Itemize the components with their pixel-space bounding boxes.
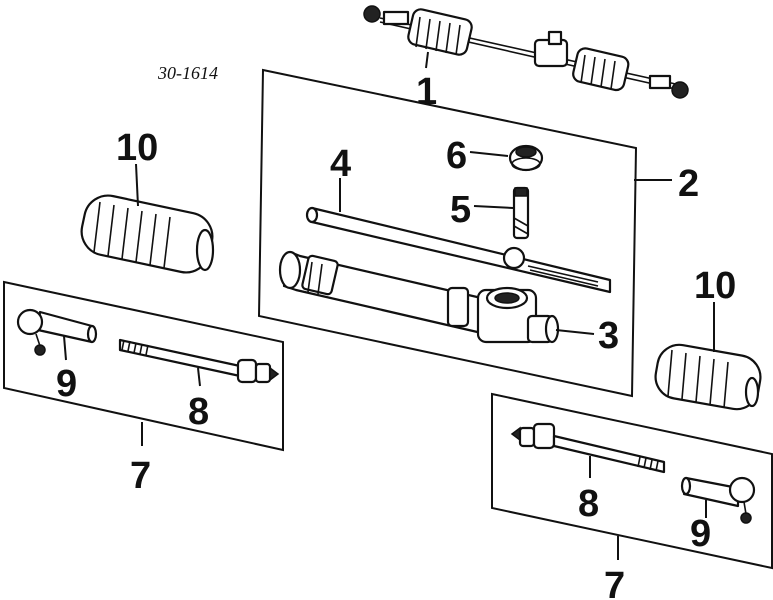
inner-tie-rod-left — [118, 338, 280, 384]
callout-9-left: 9 — [56, 363, 77, 405]
leader-9-left — [63, 335, 67, 361]
leader-3 — [555, 329, 595, 335]
callout-10-right: 10 — [694, 265, 736, 307]
leader-8-left — [197, 367, 201, 387]
callout-10-left: 10 — [116, 127, 158, 169]
rack-housing — [278, 250, 560, 344]
callout-7-left: 7 — [130, 455, 151, 497]
callout-8-left: 8 — [188, 391, 209, 433]
leader-1 — [425, 51, 429, 69]
tie-rod-end-left — [16, 308, 98, 356]
tie-rod-end-right — [680, 476, 756, 524]
leader-10-left — [135, 163, 139, 207]
callout-4: 4 — [330, 143, 351, 185]
boot-left — [80, 194, 215, 274]
reference-code: 30-1614 — [157, 63, 218, 83]
callout-6: 6 — [446, 135, 467, 177]
callout-3: 3 — [598, 315, 619, 357]
pinion-cap-seal — [508, 144, 544, 172]
panel-tie-rod-kit-right — [491, 392, 773, 570]
callout-2: 2 — [678, 163, 699, 205]
callout-7-right: 7 — [604, 565, 625, 600]
callout-9-right: 9 — [690, 513, 711, 555]
callout-8-right: 8 — [578, 483, 599, 525]
leader-6 — [469, 151, 509, 157]
callout-5: 5 — [450, 189, 471, 231]
inner-tie-rod-right — [510, 422, 666, 474]
boot-right — [654, 343, 762, 411]
rack-bar — [305, 206, 612, 294]
rack-assembly-complete — [363, 5, 689, 99]
leader-5 — [473, 205, 514, 209]
pinion-shaft — [512, 186, 530, 240]
panel-housing-kit — [257, 68, 638, 398]
